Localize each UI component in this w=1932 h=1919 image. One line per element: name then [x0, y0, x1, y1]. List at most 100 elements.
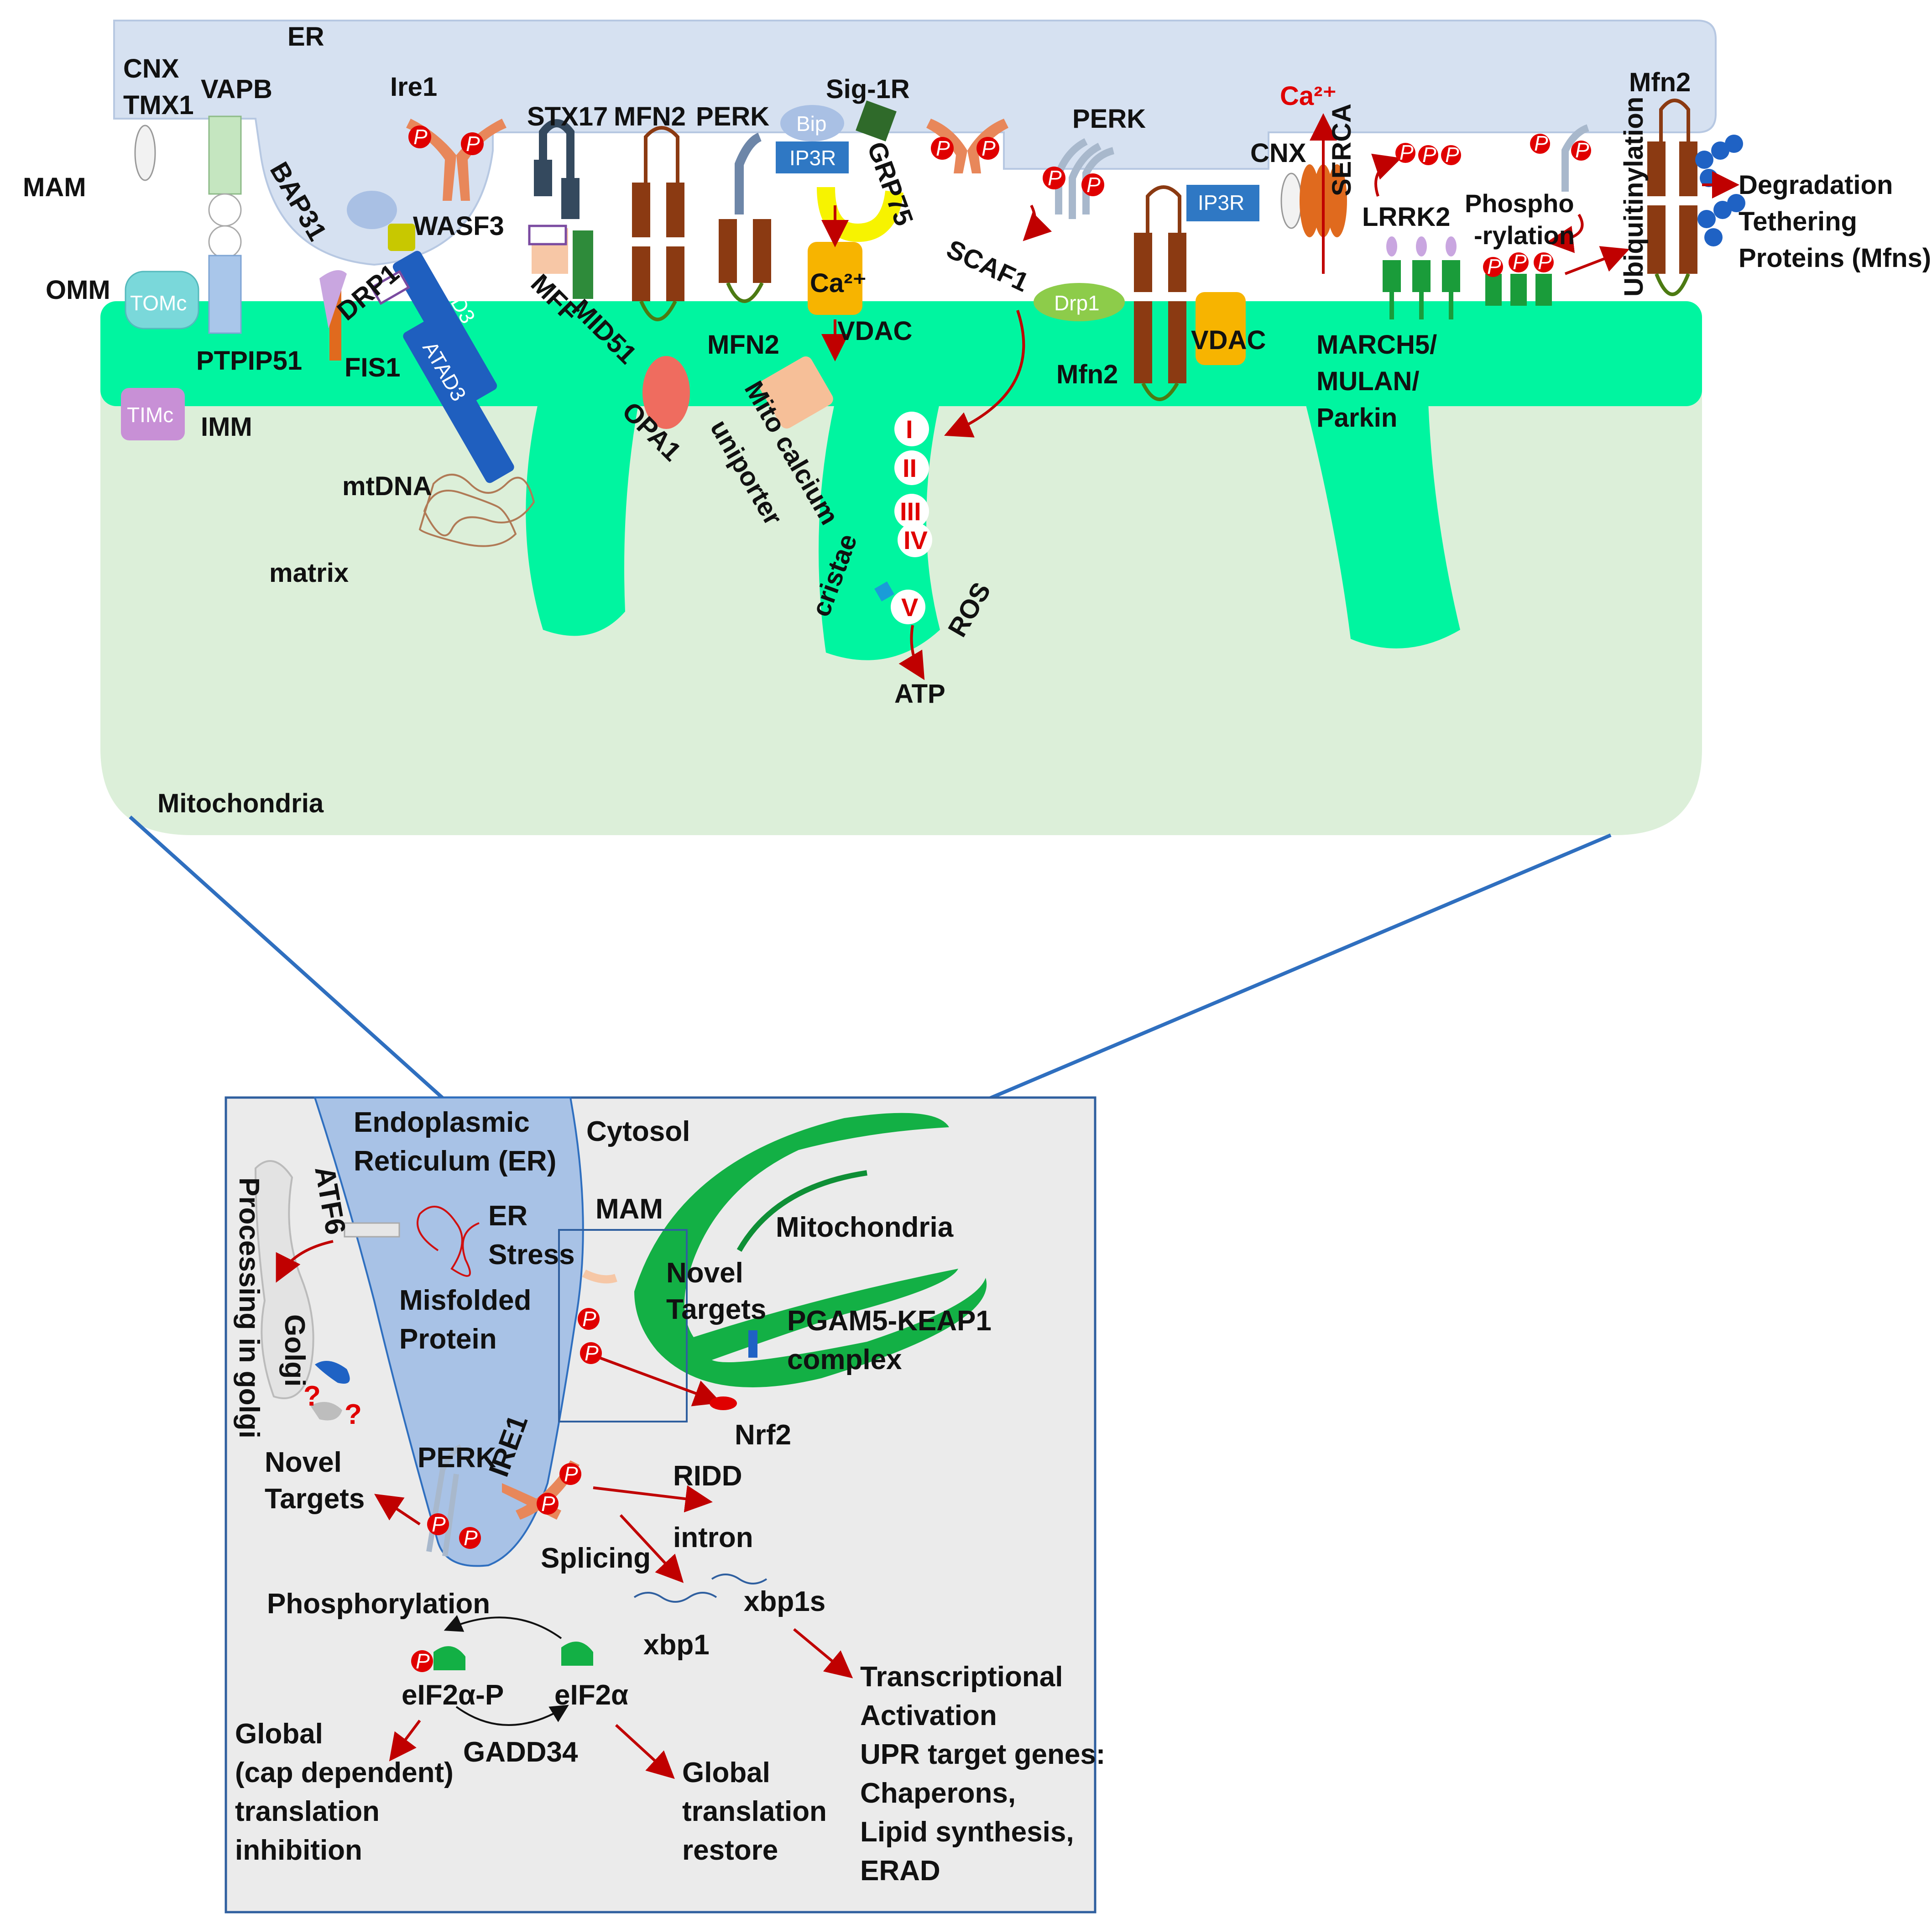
- complex-III: [894, 494, 929, 528]
- splicing-arrow: [619, 1514, 684, 1583]
- lrrk2-heads: [1386, 236, 1457, 256]
- question-mark-1: ?: [303, 1380, 321, 1412]
- complex-II-label: II: [903, 454, 917, 482]
- perk-novel-arrow: [374, 1494, 421, 1526]
- p-badge: P: [1395, 141, 1415, 164]
- xbp1-label: xbp1: [643, 1629, 710, 1661]
- drp1-ellipse: [1034, 283, 1125, 321]
- svg-text:P: P: [1534, 131, 1548, 155]
- cycle-arc-bottom: [455, 1705, 569, 1726]
- complex-V-stalk: [874, 581, 894, 601]
- inset-mito-inner: [736, 1170, 867, 1252]
- p-badge: P: [1418, 143, 1438, 167]
- phospho-badges-top: P P P P P P P P P P P P P P: [408, 125, 1591, 278]
- svg-text:P: P: [1086, 173, 1101, 197]
- scaf1-to-complex-arrow: [944, 310, 1025, 438]
- outer-mitochondrial-membrane: [100, 301, 1702, 406]
- svg-text:P: P: [416, 1649, 430, 1673]
- novel-targets-left-1: Novel: [265, 1447, 342, 1478]
- mitochondria-label: Mitochondria: [157, 789, 324, 818]
- march-label: MARCH5/: [1316, 330, 1437, 360]
- ip3r-mid-label: IP3R: [1198, 191, 1244, 214]
- inhibition-arrow: [389, 1720, 421, 1762]
- novel-targets-mam-2: Targets: [666, 1294, 766, 1325]
- phospho-label-1: Phospho: [1465, 189, 1574, 218]
- ip3r-top: [776, 141, 849, 173]
- inset-cytosol-label: Cytosol: [586, 1116, 690, 1147]
- complex-IV: [898, 523, 932, 557]
- lrrk2-label: LRRK2: [1362, 202, 1450, 232]
- mam-protein-a: [582, 1269, 617, 1284]
- phospho-badges-inset: P P P P P P P: [411, 1307, 602, 1673]
- proteins-label: Proteins (Mfns): [1739, 243, 1931, 273]
- ire1-to-nrf2-arrow: [592, 1354, 722, 1407]
- inset-er-label-1: Endoplasmic: [354, 1107, 530, 1138]
- inhibition-label-2: (cap dependent): [235, 1757, 454, 1788]
- complex-III-label: III: [900, 497, 921, 526]
- sig1r-protein: [856, 100, 897, 141]
- p-badge: P: [459, 1526, 481, 1550]
- fis1-label: FIS1: [345, 353, 401, 382]
- vapb-label: VAPB: [201, 74, 272, 104]
- p-badge: P: [1534, 250, 1554, 274]
- mfn2-right-label: Mfn2: [1629, 68, 1691, 97]
- eif2a-p-protein: [433, 1646, 465, 1670]
- p-badge: P: [1081, 173, 1104, 197]
- svg-text:P: P: [982, 136, 996, 160]
- vdac-mid: [1196, 292, 1246, 365]
- svg-text:P: P: [413, 125, 428, 149]
- atp-arrow: [898, 625, 925, 680]
- stx17-label: STX17: [527, 102, 608, 131]
- p-badge: P: [578, 1307, 600, 1331]
- mtdna-coil: [418, 474, 535, 547]
- bip-protein-top: [780, 105, 844, 141]
- scaf1-label: SCAF1: [942, 234, 1034, 298]
- perk-to-scaf1-arrow: [1023, 204, 1052, 241]
- pgam5-label-2: complex: [787, 1344, 902, 1375]
- p-badge: P: [408, 125, 431, 149]
- bap31-protein: [319, 270, 347, 329]
- xbp1s-strand: [711, 1574, 768, 1584]
- wasf3-protein: [388, 224, 415, 251]
- ire1-dimer: [406, 119, 506, 201]
- gadd34-label: GADD34: [463, 1736, 578, 1768]
- xbp1s-label: xbp1s: [744, 1586, 825, 1617]
- inset-mam-label: MAM: [595, 1193, 663, 1225]
- svg-text:P: P: [585, 1341, 599, 1365]
- svg-text:P: P: [1445, 143, 1459, 167]
- wasf3-label: WASF3: [413, 211, 504, 241]
- xbp1-strand: [633, 1592, 717, 1603]
- question-mark-2: ?: [345, 1399, 362, 1430]
- drp1-b-label: Drp1: [1054, 291, 1100, 315]
- ubiquitin-chains: [1695, 135, 1745, 246]
- transcription-label-4: Chaperons,: [860, 1778, 1016, 1809]
- drp1-box-a: [370, 270, 410, 305]
- perk2-label: PERK: [1072, 104, 1146, 134]
- atf6-to-golgi-arrow: [276, 1240, 334, 1283]
- transcription-label-5: Lipid synthesis,: [860, 1816, 1074, 1848]
- svg-text:P: P: [936, 136, 950, 160]
- inhibition-label-3: translation: [235, 1796, 380, 1827]
- inset-mitochondria: [634, 1113, 987, 1387]
- novel-targets-left-2: Targets: [265, 1483, 365, 1515]
- mfn2-mid-label: Mfn2: [1056, 360, 1118, 389]
- novel-targets-mam-1: Novel: [666, 1257, 743, 1289]
- timc-complex: [121, 388, 185, 440]
- ridd-label: RIDD: [673, 1460, 742, 1492]
- splicing-label: Splicing: [541, 1543, 651, 1574]
- er-stress-label-1: ER: [488, 1200, 527, 1232]
- ca-serca-label: Ca²⁺: [1280, 81, 1337, 111]
- processing-golgi-label: Processing in golgi: [233, 1177, 265, 1438]
- crista-1: [526, 402, 639, 636]
- tmx1-label: TMX1: [123, 90, 194, 120]
- mfn2-top-label: MFN2: [614, 102, 686, 131]
- p-badge: P: [537, 1492, 559, 1516]
- ubiq-label: Ubiquitinylation: [1619, 97, 1649, 297]
- bip-top-label: Bip: [796, 112, 826, 136]
- complex-I-label: I: [906, 415, 913, 444]
- inset-mito-label: Mitochondria: [776, 1212, 954, 1243]
- degradation-label: Degradation: [1739, 170, 1893, 200]
- svg-text:P: P: [432, 1512, 446, 1536]
- perk-inset: [426, 1444, 462, 1557]
- svg-text:P: P: [1399, 141, 1414, 164]
